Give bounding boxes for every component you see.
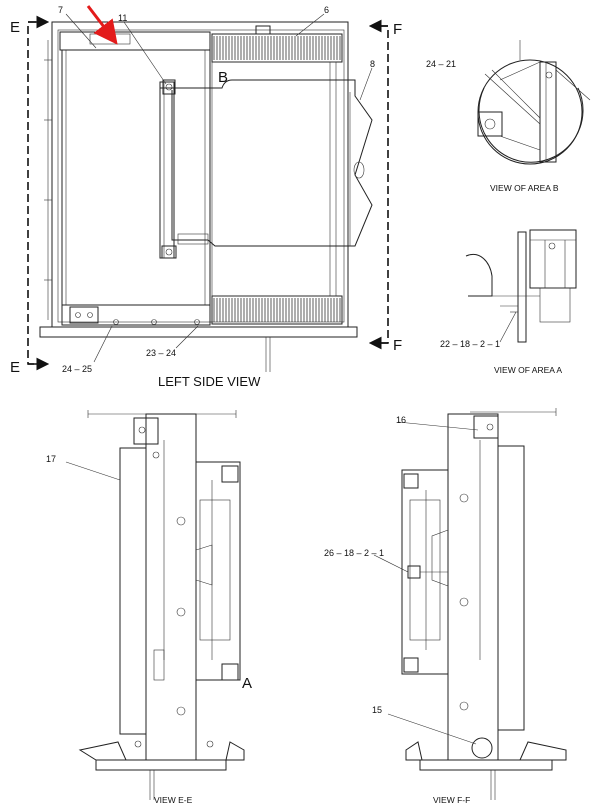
leader-6 [295, 13, 325, 37]
area-marker-a: A [242, 675, 252, 692]
callout-22-18-2-1: 22 – 18 – 2 – 1 [440, 339, 500, 349]
main-body-f [447, 413, 499, 761]
callout-16: 16 [396, 415, 406, 425]
bracket-bottom-block [161, 245, 177, 259]
main-body-e [145, 413, 197, 761]
leader-24-21 [491, 69, 541, 119]
bolt-f-2 [459, 597, 469, 607]
shroud-latch [353, 161, 365, 179]
view-e-e [65, 410, 245, 800]
bracket-top-block [162, 79, 176, 95]
view-f-f-title: VIEW F-F [433, 795, 470, 805]
callout-15: 15 [372, 705, 382, 715]
section-marker-e-bottom: E [10, 359, 20, 376]
base-plate [39, 326, 358, 338]
fins-bottom [213, 298, 341, 322]
section-marker-e-top: E [10, 19, 20, 36]
side-panel-f [497, 445, 525, 731]
area-a-view-title: VIEW OF AREA A [494, 365, 562, 375]
callout-24-21: 24 – 21 [426, 59, 456, 69]
area-b-view-title: VIEW OF AREA B [490, 183, 559, 193]
callout-6: 6 [324, 5, 329, 15]
callout-24-25: 24 – 25 [62, 364, 92, 374]
bolt-e-3 [176, 706, 186, 716]
foot-right-f [519, 741, 567, 761]
section-marker-f-bottom: F [393, 337, 402, 354]
bolt-f-3 [459, 701, 469, 711]
callout-7: 7 [58, 5, 63, 15]
leader-15 [387, 713, 477, 745]
red-pointer-arrow [86, 5, 118, 45]
view-e-e-title: VIEW E-E [154, 795, 193, 805]
leader-16 [397, 421, 479, 431]
shroud-e [195, 461, 241, 681]
section-line-e [27, 15, 50, 371]
foot-left-e [78, 741, 127, 761]
area-a-detail [465, 229, 577, 343]
top-tank [59, 31, 211, 51]
fins-top [213, 36, 341, 60]
area-b-block [477, 111, 503, 137]
leader-8 [359, 67, 373, 101]
leader-26-18-2-1 [373, 554, 409, 573]
drain-valve-f [471, 737, 493, 759]
bolt-e-1 [176, 516, 186, 526]
callout-11: 11 [118, 13, 127, 23]
foot-left-f [405, 741, 423, 761]
foot-right-e [225, 741, 245, 761]
area-b-detail [477, 40, 591, 165]
area-b-bracket [539, 61, 557, 163]
callout-23-24: 23 – 24 [146, 348, 176, 358]
area-marker-b: B [218, 69, 228, 86]
side-panel-e [119, 447, 147, 735]
bolt-f-1 [459, 493, 469, 503]
section-marker-f-top: F [393, 21, 402, 38]
callout-8: 8 [370, 59, 375, 69]
leader-23-24 [175, 325, 199, 349]
view-f-f [373, 408, 567, 800]
bottom-tank [61, 304, 211, 326]
drain-block [69, 306, 99, 324]
top-bracket-e [133, 417, 159, 445]
leader-22-18-2-1 [499, 311, 517, 343]
shroud-panel [160, 79, 373, 247]
leader-17 [65, 461, 121, 481]
area-a-bracket [529, 229, 577, 289]
leader-7 [65, 13, 97, 49]
left-side-view [27, 5, 389, 372]
leader-24-25 [93, 325, 113, 363]
callout-26-18-2-1: 26 – 18 – 2 – 1 [324, 548, 384, 558]
radiator-frame [51, 21, 349, 328]
base-f [419, 759, 553, 771]
filler-cap [255, 25, 271, 35]
base-e [95, 759, 227, 771]
section-line-f [368, 19, 389, 350]
bolt-e-2 [176, 607, 186, 617]
leader-11 [123, 21, 167, 85]
top-bracket-f [473, 415, 499, 439]
callout-17: 17 [46, 454, 56, 464]
area-a-frame [517, 231, 527, 343]
left-side-view-title: LEFT SIDE VIEW [158, 374, 261, 389]
